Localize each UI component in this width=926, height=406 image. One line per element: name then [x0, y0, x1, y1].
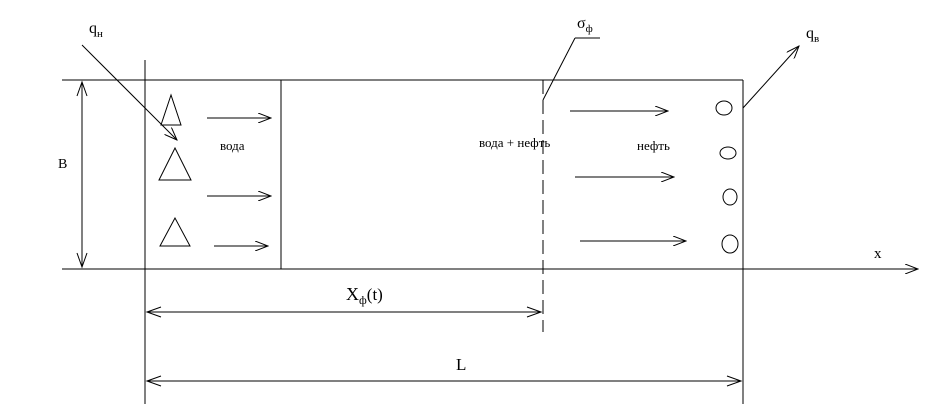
injection-label: qн [89, 20, 103, 40]
length-arrow-right [726, 375, 743, 387]
water-zone-label: вода [220, 138, 245, 153]
production-well-3 [722, 188, 738, 206]
injection-well-3 [159, 216, 191, 247]
injection-arrow [81, 44, 177, 140]
width-arrow-top [76, 80, 88, 97]
injection-well-2 [158, 146, 192, 181]
x-axis-label: x [874, 246, 882, 262]
front-label: σф [577, 15, 593, 35]
width-arrow-bottom [76, 252, 88, 269]
production-well-1 [715, 100, 733, 116]
production-well-2 [719, 146, 737, 160]
front-leader-line [542, 37, 576, 101]
production-arrow [742, 46, 799, 109]
front-position-arrow-right [526, 306, 543, 318]
production-label: qв [806, 25, 819, 45]
front-position-label: Xф(t) [346, 284, 383, 307]
length-label: L [456, 355, 466, 374]
production-well-4 [721, 234, 739, 254]
injection-well-1 [160, 93, 182, 126]
water-oil-zone-label: вода + нефть [479, 135, 550, 150]
length-arrow-left [145, 375, 162, 387]
oil-zone-label: нефть [637, 138, 670, 153]
front-position-arrow-left [145, 306, 162, 318]
width-label: B [58, 157, 67, 172]
